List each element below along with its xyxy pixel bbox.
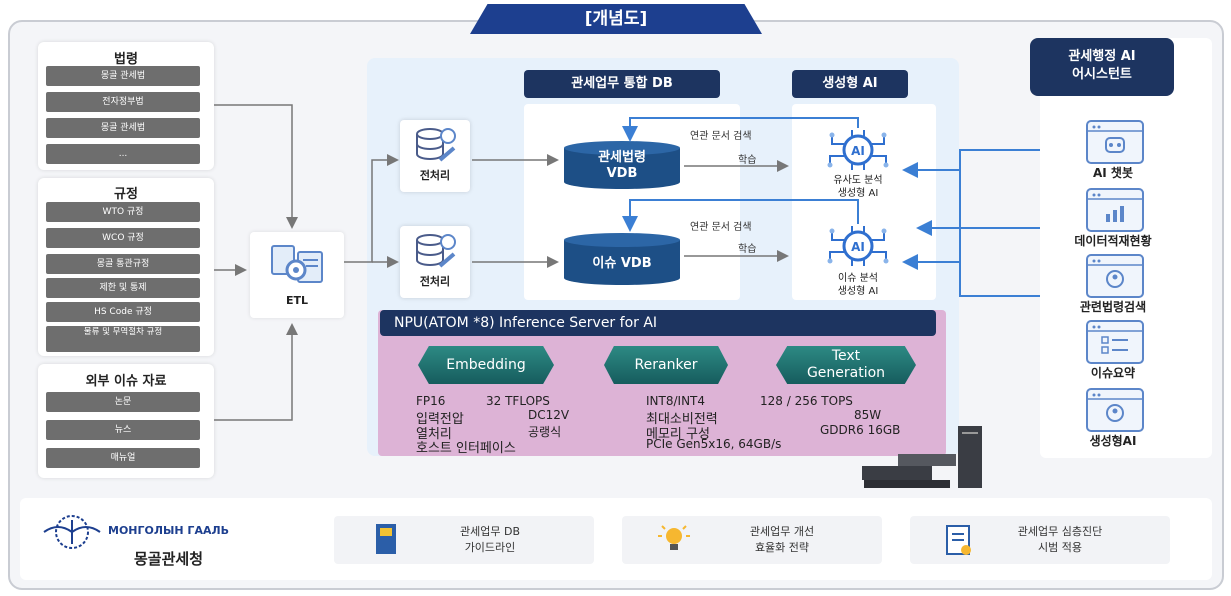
ai-chip-icon: AI <box>827 130 889 170</box>
preprocess-label-1: 전처리 <box>419 169 451 182</box>
module-embedding: Embedding <box>418 346 554 384</box>
related-search-label-1: 연관 문서 검색 <box>690 131 752 142</box>
data-status-label: 데이터적재현황 <box>1074 234 1152 248</box>
law-group-title: 법령 <box>114 52 138 67</box>
database-icon <box>416 234 456 268</box>
spec-key: 최대소비전력 <box>646 412 718 427</box>
preprocess-label-2: 전처리 <box>419 275 451 288</box>
user-search-icon <box>1088 259 1142 288</box>
db-guideline-text: 관세업무 DB 가이드라인 <box>460 525 520 554</box>
module-reranker: Reranker <box>604 346 728 384</box>
customs-emblem-icon <box>43 515 101 549</box>
law-item: 몽골 관세법 <box>46 66 200 86</box>
spec-value: 128 / 256 TOPS <box>760 394 853 408</box>
learn-label-2: 학습 <box>738 244 757 255</box>
spec-key: 호스트 인터페이스 <box>416 441 516 456</box>
assistant-title: 관세행정 AI 어시스턴트 <box>1030 38 1174 96</box>
issue-group: 외부 이슈 자료 논문 뉴스 매뉴얼 <box>38 364 214 478</box>
spec-value: 공랭식 <box>528 425 562 439</box>
issue-summary-card[interactable] <box>1086 320 1144 364</box>
ai-chip-icon: AI <box>827 226 889 266</box>
regulation-item: HS Code 규정 <box>46 302 200 322</box>
etl-label: ETL <box>285 294 309 307</box>
vdb-cylinder-1 <box>564 141 680 189</box>
svg-text:AI: AI <box>851 240 865 254</box>
lightbulb-icon <box>658 525 690 550</box>
vdb-cylinder-2 <box>564 233 680 285</box>
customs-org-name: 몽골관세청 <box>134 550 204 568</box>
spec-key: PCIe Gen5x16, 64GB/s <box>646 437 782 451</box>
spec-key: INT8/INT4 <box>646 394 706 408</box>
database-icon <box>416 128 456 162</box>
diagram-title: [개념도] <box>470 4 762 34</box>
spec-key: FP16 <box>416 394 446 408</box>
regulation-item: 물류 및 무역절차 규정 <box>46 326 200 352</box>
chatbot-icon <box>1088 125 1142 153</box>
preprocess-box-2: 전처리 <box>400 226 470 298</box>
issue-item: 뉴스 <box>46 420 200 440</box>
generative-ai-label: 생성형AI <box>1089 434 1137 448</box>
chatbot-card[interactable] <box>1086 120 1144 164</box>
svg-text:AI: AI <box>851 144 865 158</box>
user-search-icon <box>1088 393 1142 422</box>
spec-value: GDDR6 16GB <box>820 423 901 437</box>
clipboard-icon <box>946 525 971 555</box>
spec-key: 열처리 <box>416 427 452 442</box>
preprocess-box-1: 전처리 <box>400 120 470 192</box>
npu-title: NPU(ATOM *8) Inference Server for AI <box>380 310 936 336</box>
vdb-label-1: 관세법령 VDB <box>598 150 646 181</box>
regulation-item: 제한 및 통제 <box>46 278 200 298</box>
db-header: 관세업무 통합 DB <box>524 70 720 98</box>
spec-value: 85W <box>854 408 882 422</box>
ai-model-label-1: 유사도 분석 생성형 AI <box>833 175 883 199</box>
regulation-group-title: 규정 <box>114 187 138 202</box>
issue-item: 매뉴얼 <box>46 448 200 468</box>
generative-ai-card[interactable] <box>1086 388 1144 432</box>
learn-label-1: 학습 <box>738 155 757 166</box>
law-item: ... <box>46 144 200 164</box>
etl-gear-icon <box>271 245 323 283</box>
spec-key: 입력전압 <box>416 412 464 427</box>
module-text-generation: Text Generation <box>776 346 916 384</box>
issue-group-title: 외부 이슈 자료 <box>85 374 167 389</box>
efficiency-strategy-text: 관세업무 개선 효율화 전략 <box>749 525 815 554</box>
law-search-label: 관련법령검색 <box>1079 300 1147 314</box>
related-search-label-2: 연관 문서 검색 <box>690 222 752 233</box>
customs-logo-text: МОНГОЛЫН ГААЛЬ <box>108 524 229 537</box>
data-status-card[interactable] <box>1086 188 1144 232</box>
ai-header: 생성형 AI <box>792 70 908 98</box>
law-search-card[interactable] <box>1086 254 1144 298</box>
regulation-item: WTO 규정 <box>46 202 200 222</box>
book-icon <box>376 524 396 554</box>
issue-summary-label: 이슈요약 <box>1090 366 1136 380</box>
law-group: 법령 몽골 관세법 전자정부법 몽골 관세법 ... <box>38 42 214 170</box>
efficiency-strategy-card <box>622 516 882 564</box>
diagnosis-text: 관세업무 심층진단 시범 적용 <box>1017 525 1103 554</box>
issue-item: 논문 <box>46 392 200 412</box>
server-icon <box>862 426 982 488</box>
regulation-group: 규정 WTO 규정 WCO 규정 몽골 통관규정 제한 및 통제 HS Code… <box>38 178 214 356</box>
spec-value: 32 TFLOPS <box>486 394 550 408</box>
regulation-item: 몽골 통관규정 <box>46 254 200 274</box>
ai-model-label-2: 이슈 분석 생성형 AI <box>837 273 879 297</box>
spec-key: 메모리 구성 <box>646 427 710 442</box>
law-item: 몽골 관세법 <box>46 118 200 138</box>
chatbot-label: AI 챗봇 <box>1092 166 1133 180</box>
etl-box: ETL <box>250 232 344 318</box>
law-item: 전자정부법 <box>46 92 200 112</box>
vdb-label-2: 이슈 VDB <box>592 256 652 271</box>
spec-value: DC12V <box>528 408 570 422</box>
bar-chart-icon <box>1088 193 1142 222</box>
regulation-item: WCO 규정 <box>46 228 200 248</box>
list-icon <box>1088 325 1142 354</box>
